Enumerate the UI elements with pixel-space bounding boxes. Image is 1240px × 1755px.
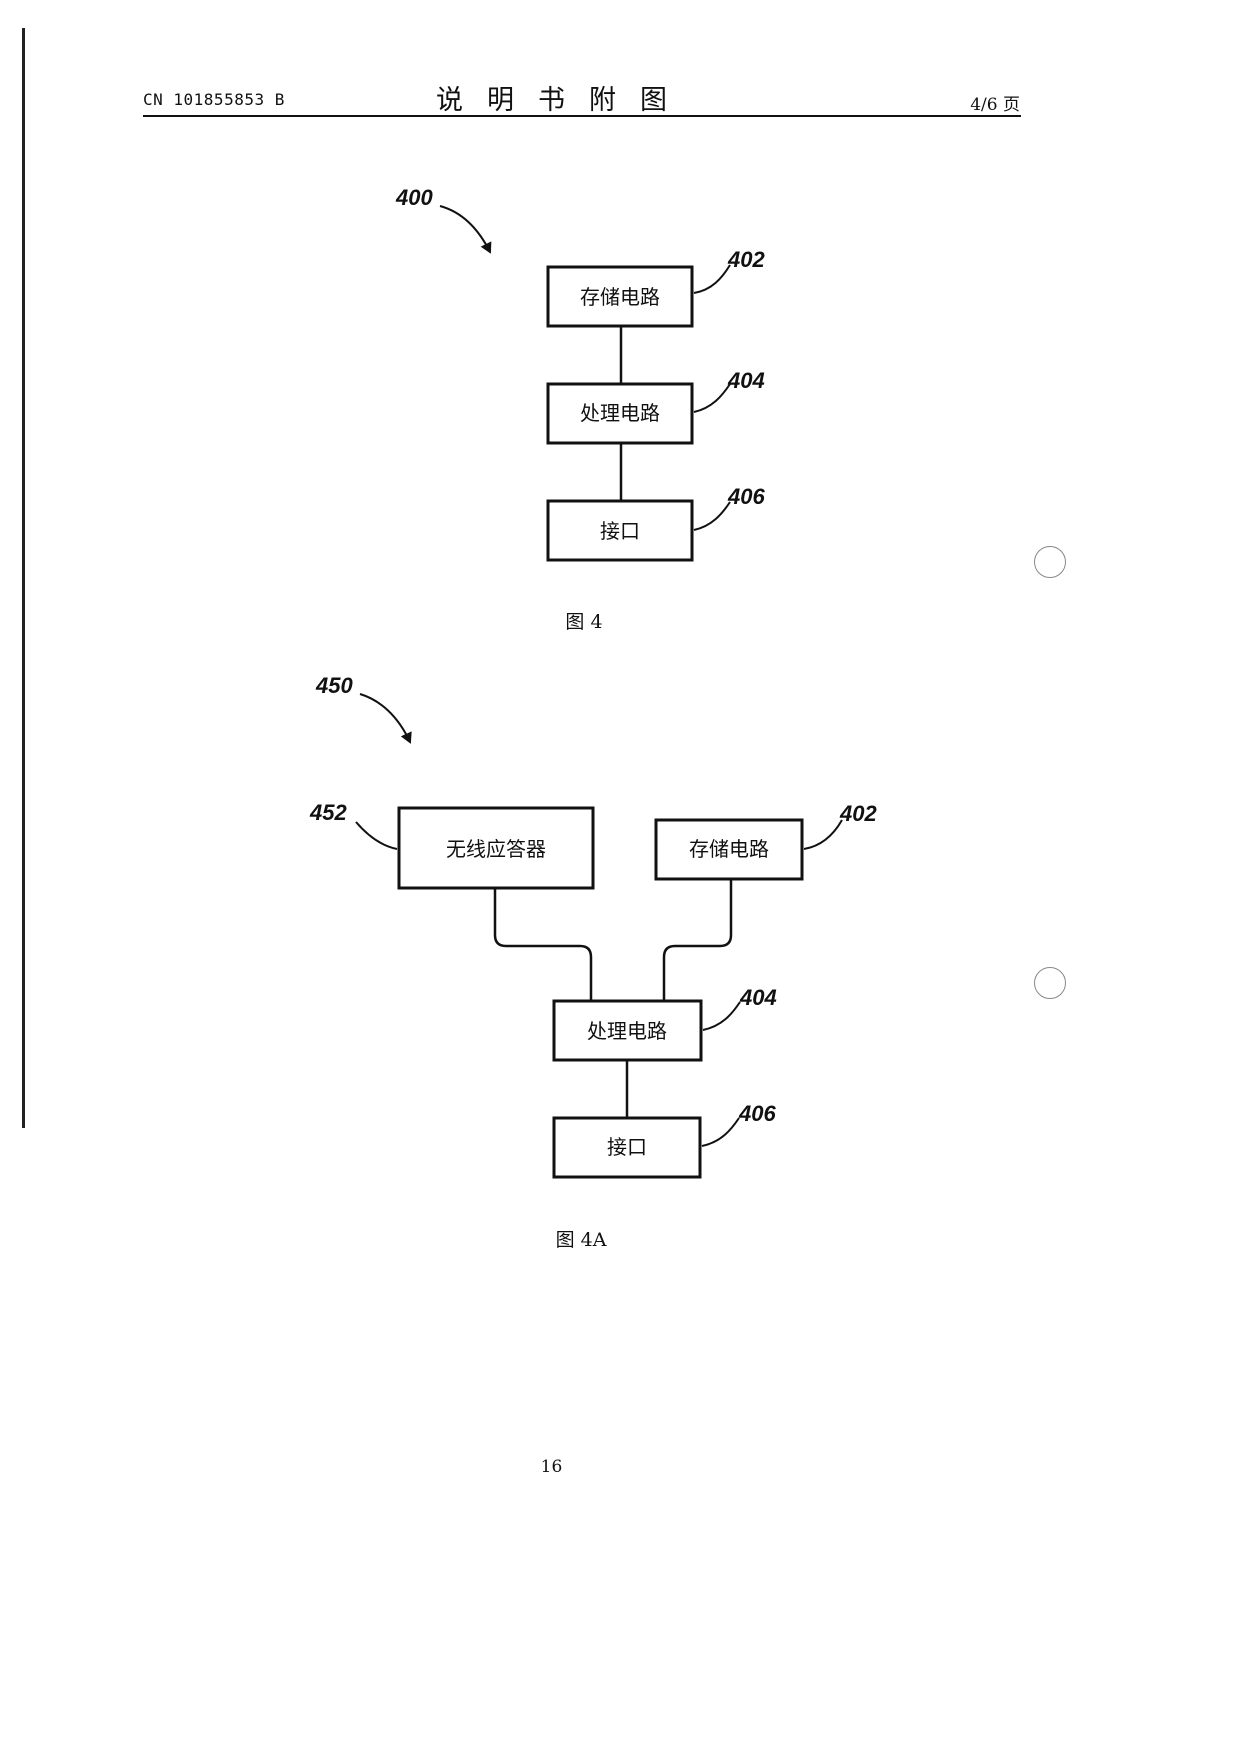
fig4a-processing-leader: [702, 1001, 741, 1031]
fig4-storage-label: 存储电路: [580, 285, 660, 309]
fig4a-storage-label: 存储电路: [689, 837, 769, 861]
page-title: 说明书附图: [436, 85, 691, 116]
fig4a-caption: 图 4A: [555, 1229, 607, 1251]
fig4a-interface-label: 接口: [607, 1135, 647, 1159]
page-number: 16: [540, 1457, 563, 1477]
punch-hole-lower: [1034, 967, 1066, 999]
fig4-ref-402: 402: [727, 247, 765, 272]
punch-hole-upper: [1034, 546, 1066, 578]
figure-4a: 450 无线应答器 452 存储电路 402 处理电路 404 接口 406: [309, 673, 877, 1179]
fig4-processing-box: [546, 382, 694, 445]
fig4-storage-leader: [693, 264, 731, 294]
fig4-interface-label: 接口: [600, 519, 640, 543]
figure-4: 400 存储电路 402 处理电路 404 接口 406: [395, 185, 765, 562]
fig4a-interface-leader: [701, 1117, 740, 1147]
fig4a-processing-label: 处理电路: [587, 1019, 667, 1043]
figures-canvas: 400 存储电路 402 处理电路 404 接口 406 450 无线应答器 4…: [309, 185, 877, 1179]
fig4-ref-400: 400: [395, 185, 433, 210]
fig4a-ref-arrow: [359, 693, 412, 744]
page-indicator: 4/6 页: [970, 95, 1020, 115]
fig4a-ref-450: 450: [315, 673, 353, 698]
fig4-caption: 图 4: [565, 611, 603, 633]
fig4-ref-arrow: [439, 205, 492, 254]
fig4-processing-leader: [693, 383, 731, 413]
fig4-ref-404: 404: [727, 368, 765, 393]
fig4a-storage-leader: [803, 819, 843, 850]
fig4-interface-box: [546, 499, 694, 562]
fig4a-ref-402: 402: [839, 801, 877, 826]
fig4-processing-label: 处理电路: [580, 401, 660, 425]
fig4a-wire-storage-processing: [662, 879, 733, 1001]
fig4a-transponder-label: 无线应答器: [446, 837, 546, 861]
fig4a-ref-404: 404: [739, 985, 777, 1010]
fig4a-storage-box: [654, 818, 804, 881]
fig4-ref-406: 406: [727, 484, 765, 509]
fig4a-ref-452: 452: [309, 800, 347, 825]
header-rule: [143, 115, 1021, 117]
fig4a-transponder-leader: [355, 821, 398, 850]
fig4a-interface-box: [552, 1116, 702, 1179]
fig4a-ref-406: 406: [738, 1101, 776, 1126]
fig4-interface-leader: [693, 501, 731, 531]
left-margin-line: [22, 28, 25, 1128]
fig4a-wire-transponder-processing: [493, 888, 593, 1001]
patent-number: CN 101855853 B: [143, 90, 285, 109]
fig4a-processing-box: [552, 999, 703, 1062]
